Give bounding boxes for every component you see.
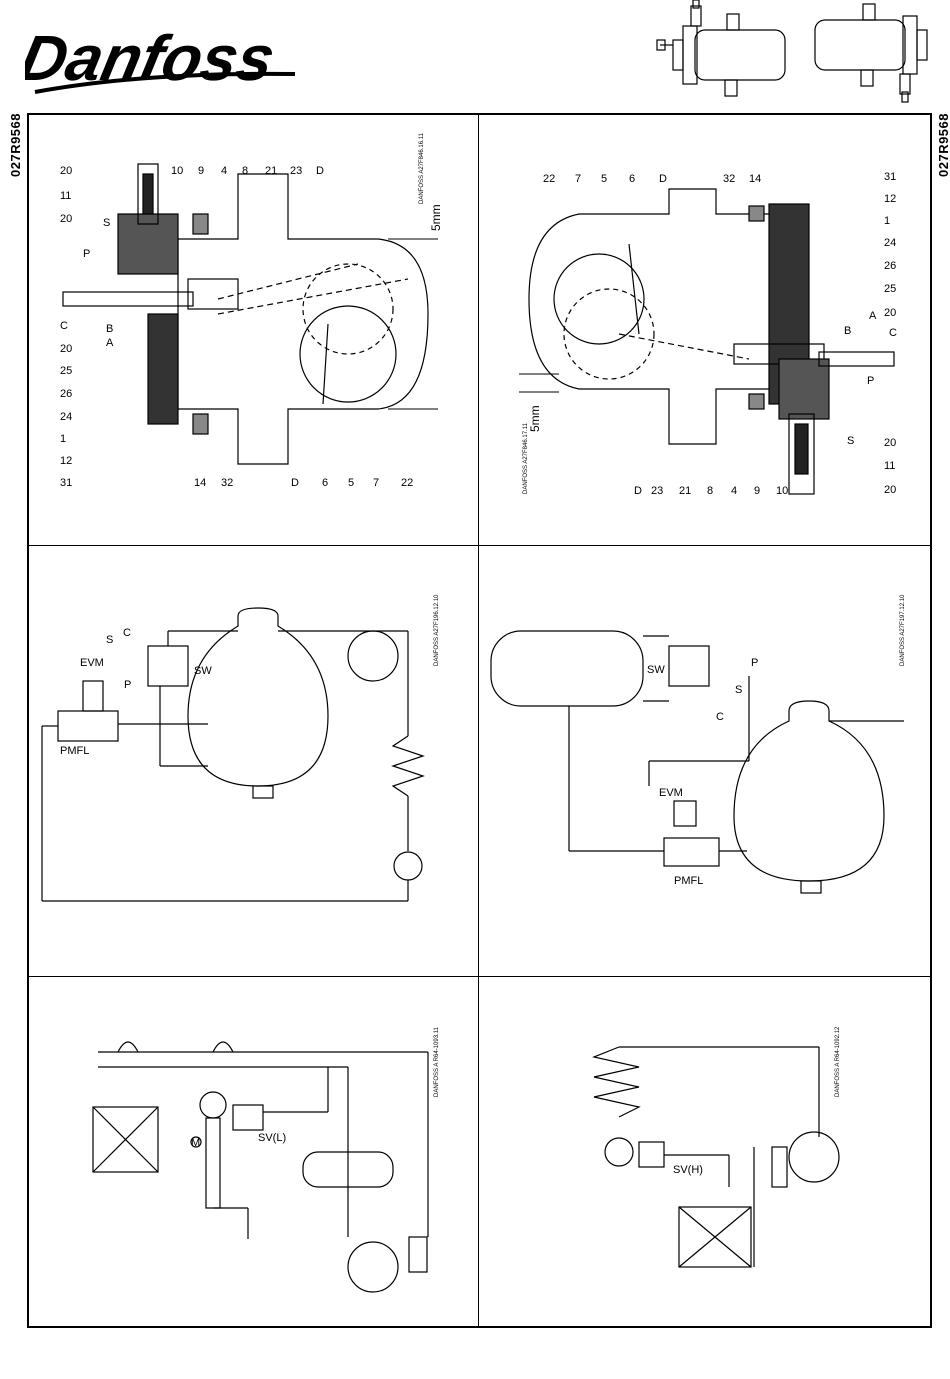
panel-b-label-26: 4: [731, 485, 737, 497]
row-divider-2: [27, 976, 932, 977]
panel-a-label-15: A: [106, 337, 114, 349]
panel-c-sw: SW: [194, 665, 212, 677]
panel-a-label-2: 9: [198, 165, 204, 177]
panel-a-label-5: 21: [265, 165, 277, 177]
row-divider-1: [27, 545, 932, 546]
panel-a-label-0: 20: [60, 165, 72, 177]
panel-d-evm: EVM: [659, 787, 683, 799]
panel-b-label-21: 20: [884, 484, 896, 496]
panel-a-label-1: 10: [171, 165, 183, 177]
panel-b-label-14: B: [844, 325, 851, 337]
panel-b-gap: 5mm: [528, 405, 542, 432]
panel-a-label-17: 26: [60, 388, 72, 400]
panel-a-label-28: 22: [401, 477, 413, 489]
panel-f-ref: DANFOSS A R64-1092.12: [835, 1026, 841, 1097]
panel-b-label-17: P: [867, 375, 874, 387]
panel-b-label-8: 12: [884, 193, 896, 205]
panel-b-label-19: 20: [884, 437, 896, 449]
panel-b-section: 5mm DANFOSS A27F846.17.11 22 7 5 6 D 32 …: [519, 171, 897, 497]
panel-a-label-23: 32: [221, 477, 233, 489]
panel-a-gap: 5mm: [429, 204, 443, 231]
panel-a-label-18: 24: [60, 411, 72, 423]
panel-d-s: S: [735, 684, 742, 696]
panel-e-ref: DANFOSS A R64-1093.11: [434, 1026, 440, 1097]
panel-d-pmfl: PMFL: [674, 875, 703, 887]
panel-c-schematic: S C P EVM SW PMFL DANFOSS A27F196.12.10: [41, 594, 440, 902]
panel-c-p: P: [124, 679, 131, 691]
panel-b-label-23: 23: [651, 485, 663, 497]
panel-b-label-0: 22: [543, 173, 555, 185]
panel-a-ref: DANFOSS A27F846.16.11: [419, 132, 425, 204]
panel-b-label-22: D: [634, 485, 642, 497]
panel-b-label-11: 26: [884, 260, 896, 272]
panel-d-sw: SW: [647, 664, 665, 676]
panel-b-label-15: 20: [884, 307, 896, 319]
danfoss-logo: Danfoss: [25, 22, 296, 94]
panel-a-label-4: 8: [242, 165, 248, 177]
panel-b-label-10: 24: [884, 237, 896, 249]
panel-b-label-4: D: [659, 173, 667, 185]
panel-b-label-18: S: [847, 435, 854, 447]
panel-b-label-13: 25: [884, 283, 896, 295]
panel-b-label-9: 1: [884, 215, 890, 227]
doc-code-right: 027R9568: [936, 113, 950, 177]
panel-a-label-24: D: [291, 477, 299, 489]
panel-c-s: S: [106, 634, 113, 646]
doc-code-left: 027R9568: [8, 113, 23, 177]
product-thumbnails: [656, 0, 928, 103]
panel-a-label-10: S: [103, 217, 110, 229]
outer-frame: [27, 113, 932, 1328]
panel-d-p: P: [751, 657, 758, 669]
panel-a-label-7: D: [316, 165, 324, 177]
panel-f-schematic: SV(H) DANFOSS A R64-1092.12: [591, 1026, 841, 1268]
panel-a-label-11: P: [83, 248, 90, 260]
panel-b-label-12: A: [869, 310, 877, 322]
panel-a-label-12: C: [60, 320, 68, 332]
panel-b-label-7: 31: [884, 171, 896, 183]
panel-b-label-6: 14: [749, 173, 761, 185]
panel-b-ref: DANFOSS A27F846.17.11: [523, 422, 529, 494]
panel-a-label-27: 7: [373, 477, 379, 489]
panel-c-c: C: [123, 627, 131, 639]
panel-b-label-20: 11: [884, 460, 895, 472]
logo-text: Danfoss: [25, 22, 281, 94]
panel-a-section: 5mm DANFOSS A27F846.16.11 20 10 9 4 8 21…: [60, 132, 443, 489]
panel-a-label-3: 4: [221, 165, 227, 177]
center-divider: [478, 113, 479, 1328]
panel-d-schematic: SW P S C EVM PMFL DANFOSS A27F197.12.10: [490, 594, 906, 894]
panel-a-label-20: 12: [60, 455, 72, 467]
panel-e-schematic: SV(L) M DANFOSS A R64-1093.11: [92, 1026, 440, 1293]
panel-b-label-3: 6: [629, 173, 635, 185]
panel-b-label-2: 5: [601, 173, 607, 185]
panel-d-c: C: [716, 711, 724, 723]
panel-c-evm: EVM: [80, 657, 104, 669]
panel-a-label-25: 6: [322, 477, 328, 489]
panel-f-sv: SV(H): [673, 1164, 703, 1176]
panel-b-label-28: 10: [776, 485, 788, 497]
panel-b-label-25: 8: [707, 485, 713, 497]
panel-a-label-14: 20: [60, 343, 72, 355]
panel-a-label-19: 1: [60, 433, 66, 445]
panel-c-pmfl: PMFL: [60, 745, 89, 757]
panel-a-label-16: 25: [60, 365, 72, 377]
panel-b-label-1: 7: [575, 173, 581, 185]
panel-a-label-9: 20: [60, 213, 72, 225]
panel-b-label-24: 21: [679, 485, 691, 497]
panel-a-label-22: 14: [194, 477, 206, 489]
panel-e-sv: SV(L): [258, 1132, 286, 1144]
panel-e-motor: M: [191, 1137, 200, 1149]
panel-a-label-13: B: [106, 323, 113, 335]
panel-b-label-5: 32: [723, 173, 735, 185]
panel-a-label-21: 31: [60, 477, 72, 489]
panel-a-label-6: 23: [290, 165, 302, 177]
panel-c-ref: DANFOSS A27F196.12.10: [434, 594, 440, 666]
panel-d-ref: DANFOSS A27F197.12.10: [900, 594, 906, 666]
panel-b-label-16: C: [889, 327, 897, 339]
panel-a-label-8: 11: [60, 190, 71, 202]
panel-a-label-26: 5: [348, 477, 354, 489]
panel-b-label-27: 9: [754, 485, 760, 497]
